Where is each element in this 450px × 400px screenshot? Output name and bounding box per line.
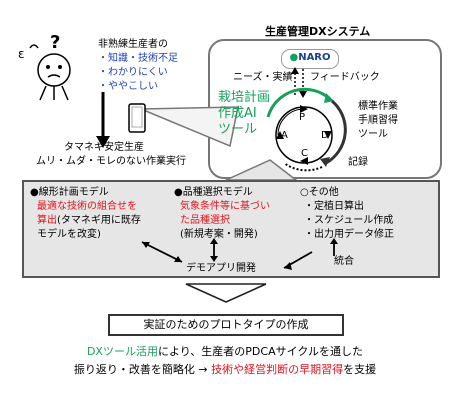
issue-item-2: ・わかりにくい — [98, 67, 168, 78]
prototype-box: 実証のためのプロトタイプの作成 — [108, 314, 344, 336]
linear-model-red-2: 算出 — [37, 215, 57, 226]
tablet-callout-shape — [140, 106, 239, 148]
demo-app-label: デモアプリ開発 — [186, 263, 256, 274]
confused-person-icon: ? ε — [18, 34, 71, 101]
tablet-icon — [128, 103, 146, 133]
footer-green-text: DXツール活用 — [86, 345, 158, 358]
demo-arrows — [141, 238, 338, 270]
svg-text:ε: ε — [18, 47, 25, 61]
issue-item-3: ・ややこしい — [98, 81, 158, 92]
issue-text-3: ややこしい — [108, 81, 158, 92]
person-label: 非熟練生産者の — [98, 39, 168, 50]
footer-text-2: 振り返り・改善を簡略化 → — [73, 363, 212, 376]
other-title: ○その他 — [300, 187, 339, 198]
variety-model-title: ●品種選択モデル — [174, 187, 253, 198]
variety-model-red-1: 気象条件等に基づい — [180, 201, 270, 212]
issue-text-2: わかりにくい — [108, 67, 168, 78]
std-tool-line-2: 手順習得 — [358, 115, 398, 126]
footer-line-1: DXツール活用により、生産者のPDCAサイクルを通した — [0, 344, 450, 359]
footer-text-3: を支援 — [343, 363, 377, 376]
proto-down-arrow — [185, 283, 267, 303]
issue-text-1: 知識・技術不足 — [108, 53, 178, 64]
pdca-a: A — [281, 130, 288, 141]
result-line-2: ムリ・ムダ・モレのない作業実行 — [36, 156, 186, 167]
footer-red-text: 技術や経営判断の早期習得 — [211, 363, 344, 376]
pdca-p: P — [299, 112, 306, 123]
needs-label: ニーズ・実績 — [233, 72, 293, 83]
std-tool-line-1: 標準作業 — [358, 101, 398, 112]
models-box — [22, 180, 440, 278]
other-item-2: ・スケジュール作成 — [304, 215, 394, 226]
naro-leaf-icon: ● — [289, 52, 299, 63]
svg-text:?: ? — [50, 34, 60, 53]
linear-model-line-3: モデルを改変) — [37, 229, 101, 240]
linear-model-inline: (タマネギ用に既存 — [57, 215, 141, 226]
issue-item-1: ・知識・技術不足 — [98, 53, 178, 64]
linear-model-line-2: 算出(タマネギ用に既存 — [37, 214, 141, 227]
down-arrow-head — [96, 136, 110, 148]
integrate-label: 統合 — [334, 256, 354, 267]
other-item-1: ・定植日算出 — [304, 201, 364, 212]
pdca-d: D — [321, 130, 329, 141]
pdca-c: C — [301, 148, 308, 159]
footer-text-1: により、生産者のPDCAサイクルを通した — [157, 345, 364, 358]
ai-tool-line-1: 栽培計画 — [218, 90, 271, 105]
pdca-diagram — [266, 67, 347, 172]
naro-text: NARO — [298, 52, 331, 63]
ai-tool-line-3: ツール — [218, 122, 258, 137]
linear-model-title: ●線形計画モデル — [30, 187, 109, 198]
feedback-label: フィードバック — [310, 72, 380, 83]
linear-model-red-1: 最適な技術の組合せを — [37, 201, 137, 212]
naro-logo: ●NARO — [281, 49, 339, 69]
record-label: 記録 — [348, 157, 368, 168]
result-line-1: タマネギ安定生産 — [64, 142, 144, 153]
ai-tool-line-2: 作成AI — [218, 106, 257, 121]
variety-model-red-2: た品種選択 — [180, 215, 230, 226]
other-item-3: ・出力用データ修正 — [304, 229, 394, 240]
footer-line-2: 振り返り・改善を簡略化 → 技術や経営判断の早期習得を支援 — [0, 362, 450, 377]
std-tool-line-3: ツール — [358, 129, 388, 140]
variety-model-line-3: (新規考案・開発) — [180, 229, 258, 240]
system-title: 生産管理DXシステム — [265, 25, 371, 38]
